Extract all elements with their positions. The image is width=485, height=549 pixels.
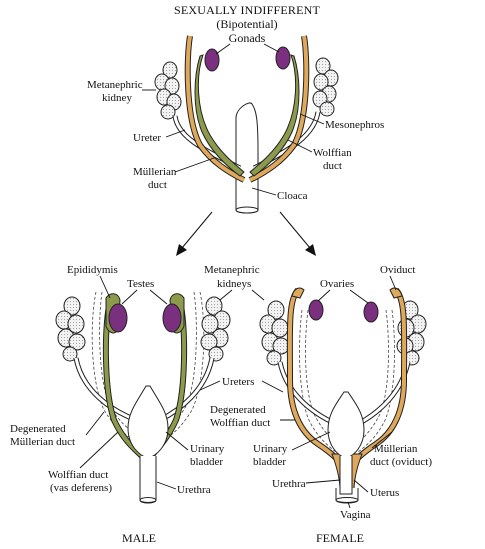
label-oviduct: Oviduct	[380, 264, 415, 276]
label-mullerian-duct-1: Müllerian	[133, 166, 177, 178]
label-mullerian-duct-2: duct	[148, 179, 167, 191]
caption-female: FEMALE	[316, 531, 364, 545]
label-ovaries: Ovaries	[320, 278, 354, 290]
label-wolffian-duct-1: Wolffian	[313, 147, 352, 159]
metanephric-kidney-male-right	[200, 296, 231, 362]
arrows	[176, 211, 316, 256]
label-urethra-female: Urethra	[272, 478, 306, 490]
label-metanephric-kidney-1: Metanephric	[87, 79, 143, 91]
label-metanephric-kidney-2: kidney	[102, 92, 132, 104]
cloaca	[235, 102, 259, 214]
gonad-left	[204, 48, 220, 72]
label-epididymis: Epididymis	[67, 264, 118, 276]
label-degenerated-mullerian-1: Degenerated	[10, 423, 66, 435]
ovary-right	[363, 301, 379, 323]
ovary-left	[308, 299, 324, 321]
label-urinary-bladder-male-2: bladder	[190, 456, 223, 468]
urethra-male	[139, 456, 157, 504]
label-vagina: Vagina	[340, 509, 371, 521]
diagram-title: SEXUALLY INDIFFERENT	[174, 3, 320, 17]
arrow-to-female-icon	[305, 244, 316, 256]
label-gonads: Gonads	[229, 31, 266, 45]
metanephric-kidney-male-left	[55, 296, 86, 362]
label-metanephric-kidneys-2: kidneys	[217, 278, 251, 290]
label-mullerian-oviduct-2: duct (oviduct)	[370, 456, 432, 468]
shared-labels: Ureters Degenerated Wolffian duct	[199, 376, 300, 429]
label-ureter: Ureter	[133, 132, 161, 144]
label-mullerian-oviduct-1: Müllerian	[374, 443, 418, 455]
metanephric-kidney-female-left	[259, 300, 290, 366]
label-cloaca: Cloaca	[277, 190, 308, 202]
label-metanephric-kidneys-1: Metanephric	[204, 264, 260, 276]
label-mesonephros: Mesonephros	[325, 119, 384, 131]
diagram-subtitle: (Bipotential)	[216, 17, 277, 31]
label-wolffian-duct-2: duct	[323, 160, 342, 172]
label-urethra-male: Urethra	[177, 484, 211, 496]
label-urinary-bladder-male-1: Urinary	[190, 443, 225, 455]
degenerated-wolffian-duct-female-right	[357, 309, 395, 453]
gonad-right	[275, 46, 291, 70]
urinary-bladder-female	[327, 391, 365, 459]
mesonephros-right	[249, 54, 300, 177]
arrow-to-male-icon	[176, 244, 187, 256]
label-uterus: Uterus	[370, 487, 399, 499]
male-stage: Epididymis Testes Metanephric kidneys De…	[10, 264, 265, 545]
label-wolffian-vas-1: Wolffian duct	[48, 469, 108, 481]
label-degenerated-wolffian-2: Wolffian duct	[210, 417, 270, 429]
metanephric-kidney-right	[312, 57, 339, 117]
label-testes: Testes	[127, 278, 154, 290]
testis-left	[108, 303, 128, 333]
label-urinary-bladder-female-2: bladder	[253, 456, 286, 468]
testis-right	[162, 303, 182, 333]
label-wolffian-vas-2: (vas deferens)	[50, 482, 112, 494]
label-degenerated-wolffian-1: Degenerated	[210, 404, 266, 416]
indifferent-stage: SEXUALLY INDIFFERENT (Bipotential) Gonad…	[87, 3, 384, 214]
cloaca-opening	[235, 206, 259, 214]
female-stage: Ovaries Oviduct Urinary bladder Urethra …	[253, 264, 432, 545]
urethra-female	[339, 456, 353, 495]
label-ureters: Ureters	[222, 376, 254, 388]
caption-male: MALE	[122, 531, 156, 545]
metanephric-kidney-left	[154, 61, 182, 120]
oviduct-funnel-left	[291, 287, 305, 299]
label-degenerated-mullerian-2: Müllerian duct	[10, 436, 75, 448]
label-urinary-bladder-female-1: Urinary	[253, 443, 288, 455]
urinary-bladder-male	[127, 385, 169, 459]
mesonephros-left	[194, 54, 245, 177]
degenerated-mullerian-duct-male-right	[157, 291, 205, 445]
degenerated-wolffian-duct-female-left	[299, 309, 337, 453]
